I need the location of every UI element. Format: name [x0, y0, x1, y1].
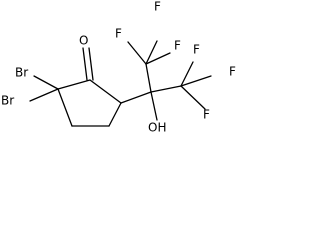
hydroxyl-label: OH	[148, 121, 166, 135]
fluorine-bond-right-middle	[180, 75, 212, 87]
ring-bond-c2-c3	[57, 88, 73, 127]
ring-bond-c4-c5	[108, 102, 122, 127]
fluorine-right-middle-label: F	[229, 65, 236, 79]
fluorine-bond-right-top	[180, 61, 194, 87]
atom-labels: O Br Br OH F F F F F F	[1, 0, 236, 135]
fluorine-bond-top-right	[145, 52, 171, 65]
ring-bond-c1-c5	[89, 79, 122, 104]
bromine-bottom-label: Br	[1, 94, 14, 108]
side-chain-bond	[120, 91, 152, 104]
chemical-structure-diagram: O Br Br OH F F F F F F	[1, 0, 236, 135]
bromine-bond-top	[33, 75, 59, 90]
right-carbon-bond	[150, 85, 182, 93]
hydroxyl-bond	[150, 91, 158, 121]
carbonyl-bond-1	[82, 47, 88, 81]
upper-carbon-bond	[145, 63, 152, 93]
bromine-bond-bottom	[29, 88, 59, 102]
bromine-top-label: Br	[15, 66, 28, 80]
fluorine-top-right-label: F	[174, 39, 181, 53]
bonds	[29, 40, 212, 127]
fluorine-bond-top-left	[127, 41, 147, 65]
fluorine-top-middle-label: F	[154, 0, 161, 14]
oxygen-label: O	[79, 34, 88, 48]
fluorine-right-bottom-label: F	[203, 108, 210, 122]
fluorine-bond-top-middle	[145, 40, 158, 65]
fluorine-right-top-label: F	[193, 43, 200, 57]
fluorine-top-left-label: F	[115, 27, 122, 41]
ring-bond-c1-c2	[57, 79, 91, 90]
carbonyl-bond-2	[88, 47, 94, 81]
fluorine-bond-right-bottom	[180, 85, 206, 110]
